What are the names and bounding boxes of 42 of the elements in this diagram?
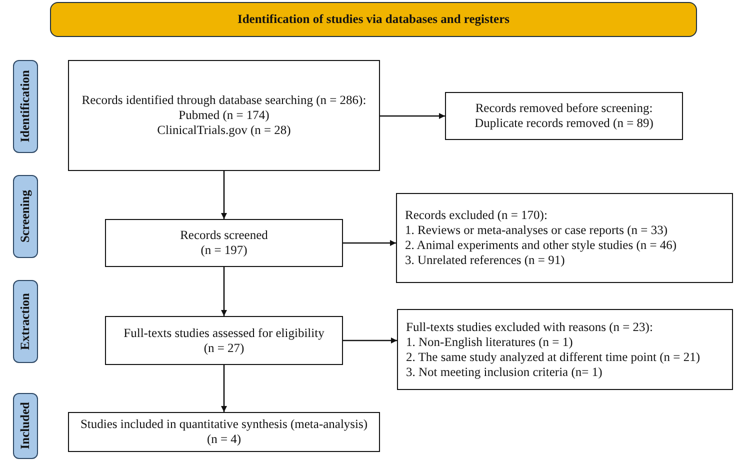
- banner-title: Identification of studies via databases and registers: [237, 12, 510, 27]
- phase-label-box: [13, 280, 38, 363]
- arrow: [343, 240, 396, 246]
- process-box: [105, 219, 343, 267]
- list-item: 1. Non-English literatures (n = 1): [406, 334, 573, 350]
- box-text: Duplicate records removed (n = 89): [474, 116, 654, 131]
- exclusion-box: [396, 193, 733, 283]
- process-box: [68, 60, 380, 171]
- box-text: ClinicalTrials.gov (n = 28): [157, 123, 291, 138]
- box-text: Pubmed (n = 174): [178, 108, 270, 123]
- list-item: 3. Not meeting inclusion criteria (n= 1): [406, 364, 602, 380]
- box-text: Records removed before screening:: [475, 101, 653, 116]
- arrow: [343, 338, 397, 344]
- arrow: [221, 267, 227, 316]
- list-item: 2. The same study analyzed at different time point (n = 21): [406, 350, 700, 364]
- process-box: [445, 92, 683, 140]
- box-text: Records identified through database searching (n = 286):: [82, 93, 366, 108]
- phase-label: Identification: [18, 70, 33, 143]
- box-text: Records screened: [180, 228, 268, 243]
- list-heading: Full-texts studies excluded with reasons (n = 23):: [406, 320, 653, 334]
- arrow: [221, 171, 227, 219]
- box-text: (n = 197): [200, 243, 248, 258]
- arrow: [221, 365, 227, 412]
- phase-label: Included: [18, 402, 33, 450]
- list-item: 1. Reviews or meta-analyses or case reports (n = 33): [405, 223, 668, 238]
- list-heading: Records excluded (n = 170):: [405, 208, 548, 223]
- phase-label-box: [13, 175, 38, 258]
- process-box: [105, 316, 343, 365]
- box-text: (n = 4): [206, 432, 242, 447]
- list-item: 3. Unrelated references (n = 91): [405, 253, 565, 268]
- phase-label-box: [13, 60, 38, 153]
- box-text: (n = 27): [204, 340, 244, 356]
- box-text: Full-texts studies assessed for eligibility: [124, 326, 324, 340]
- header-banner: [50, 2, 697, 37]
- list-item: 2. Animal experiments and other style studies (n = 46): [405, 238, 677, 253]
- phase-label: Screening: [18, 190, 33, 243]
- box-text: Studies included in quantitative synthesis (meta-analysis): [80, 417, 368, 432]
- exclusion-box: [397, 309, 733, 390]
- process-box: [68, 412, 380, 452]
- phase-label-box: [13, 393, 38, 459]
- phase-label: Extraction: [18, 293, 33, 350]
- arrow: [380, 113, 445, 119]
